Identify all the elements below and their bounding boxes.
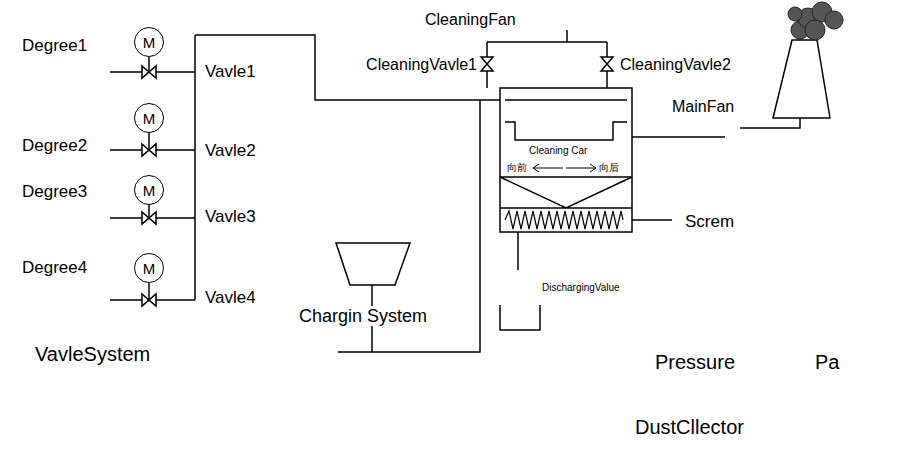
motor-circle: M xyxy=(134,175,164,205)
degree-label: Degree1 xyxy=(22,36,87,56)
degree-label: Degree4 xyxy=(22,258,87,278)
fan-label: CleaningFan xyxy=(425,11,516,29)
valve-label: Vavle2 xyxy=(205,141,256,161)
motor-circle: M xyxy=(134,253,164,283)
valve-label: Vavle4 xyxy=(205,288,256,308)
unit-label: Pa xyxy=(815,351,839,374)
motor-letter: M xyxy=(143,35,156,50)
reading-label: Pressure xyxy=(655,351,735,374)
motor-letter: M xyxy=(143,111,156,126)
pipe xyxy=(487,30,607,88)
valve-label: Vavle3 xyxy=(205,207,256,227)
direction-arrow xyxy=(533,164,596,172)
degree-label: Degree2 xyxy=(22,136,87,156)
system-label: Chargin System xyxy=(297,306,429,327)
pipe xyxy=(110,72,195,300)
valve-label: CleaningVavle1 xyxy=(366,56,477,74)
motor-letter: M xyxy=(143,261,156,276)
pipe xyxy=(517,232,519,270)
valve-label: CleaningVavle2 xyxy=(620,56,731,74)
motor-circle: M xyxy=(134,103,164,133)
system-label: VavleSystem xyxy=(35,343,150,366)
charging-hopper xyxy=(336,243,410,285)
part-label: Screm xyxy=(685,212,734,232)
valve-symbol xyxy=(481,57,613,71)
pipe xyxy=(195,35,500,300)
degree-label: Degree3 xyxy=(22,182,87,202)
valve-label: Vavle1 xyxy=(205,62,256,82)
part-label: DischargingValue xyxy=(542,282,620,294)
collector-housing xyxy=(500,88,632,232)
discharge-bin xyxy=(500,305,540,330)
smoke xyxy=(788,2,843,40)
pipe xyxy=(632,118,800,137)
screw xyxy=(505,211,623,229)
system-label: DustCllector xyxy=(635,416,744,439)
cleaning-car xyxy=(505,122,627,140)
valve-symbol xyxy=(142,66,156,306)
motor-circle: M xyxy=(134,27,164,57)
fan-label: MainFan xyxy=(672,98,734,116)
chimney xyxy=(773,40,830,118)
direction-label: 向后 xyxy=(599,162,619,174)
collector-line xyxy=(505,99,627,101)
hopper xyxy=(500,177,632,208)
direction-label: 向前 xyxy=(507,162,527,174)
part-label: Cleaning Car xyxy=(529,145,587,157)
screw-shaft xyxy=(632,219,672,221)
motor-letter: M xyxy=(143,183,156,198)
